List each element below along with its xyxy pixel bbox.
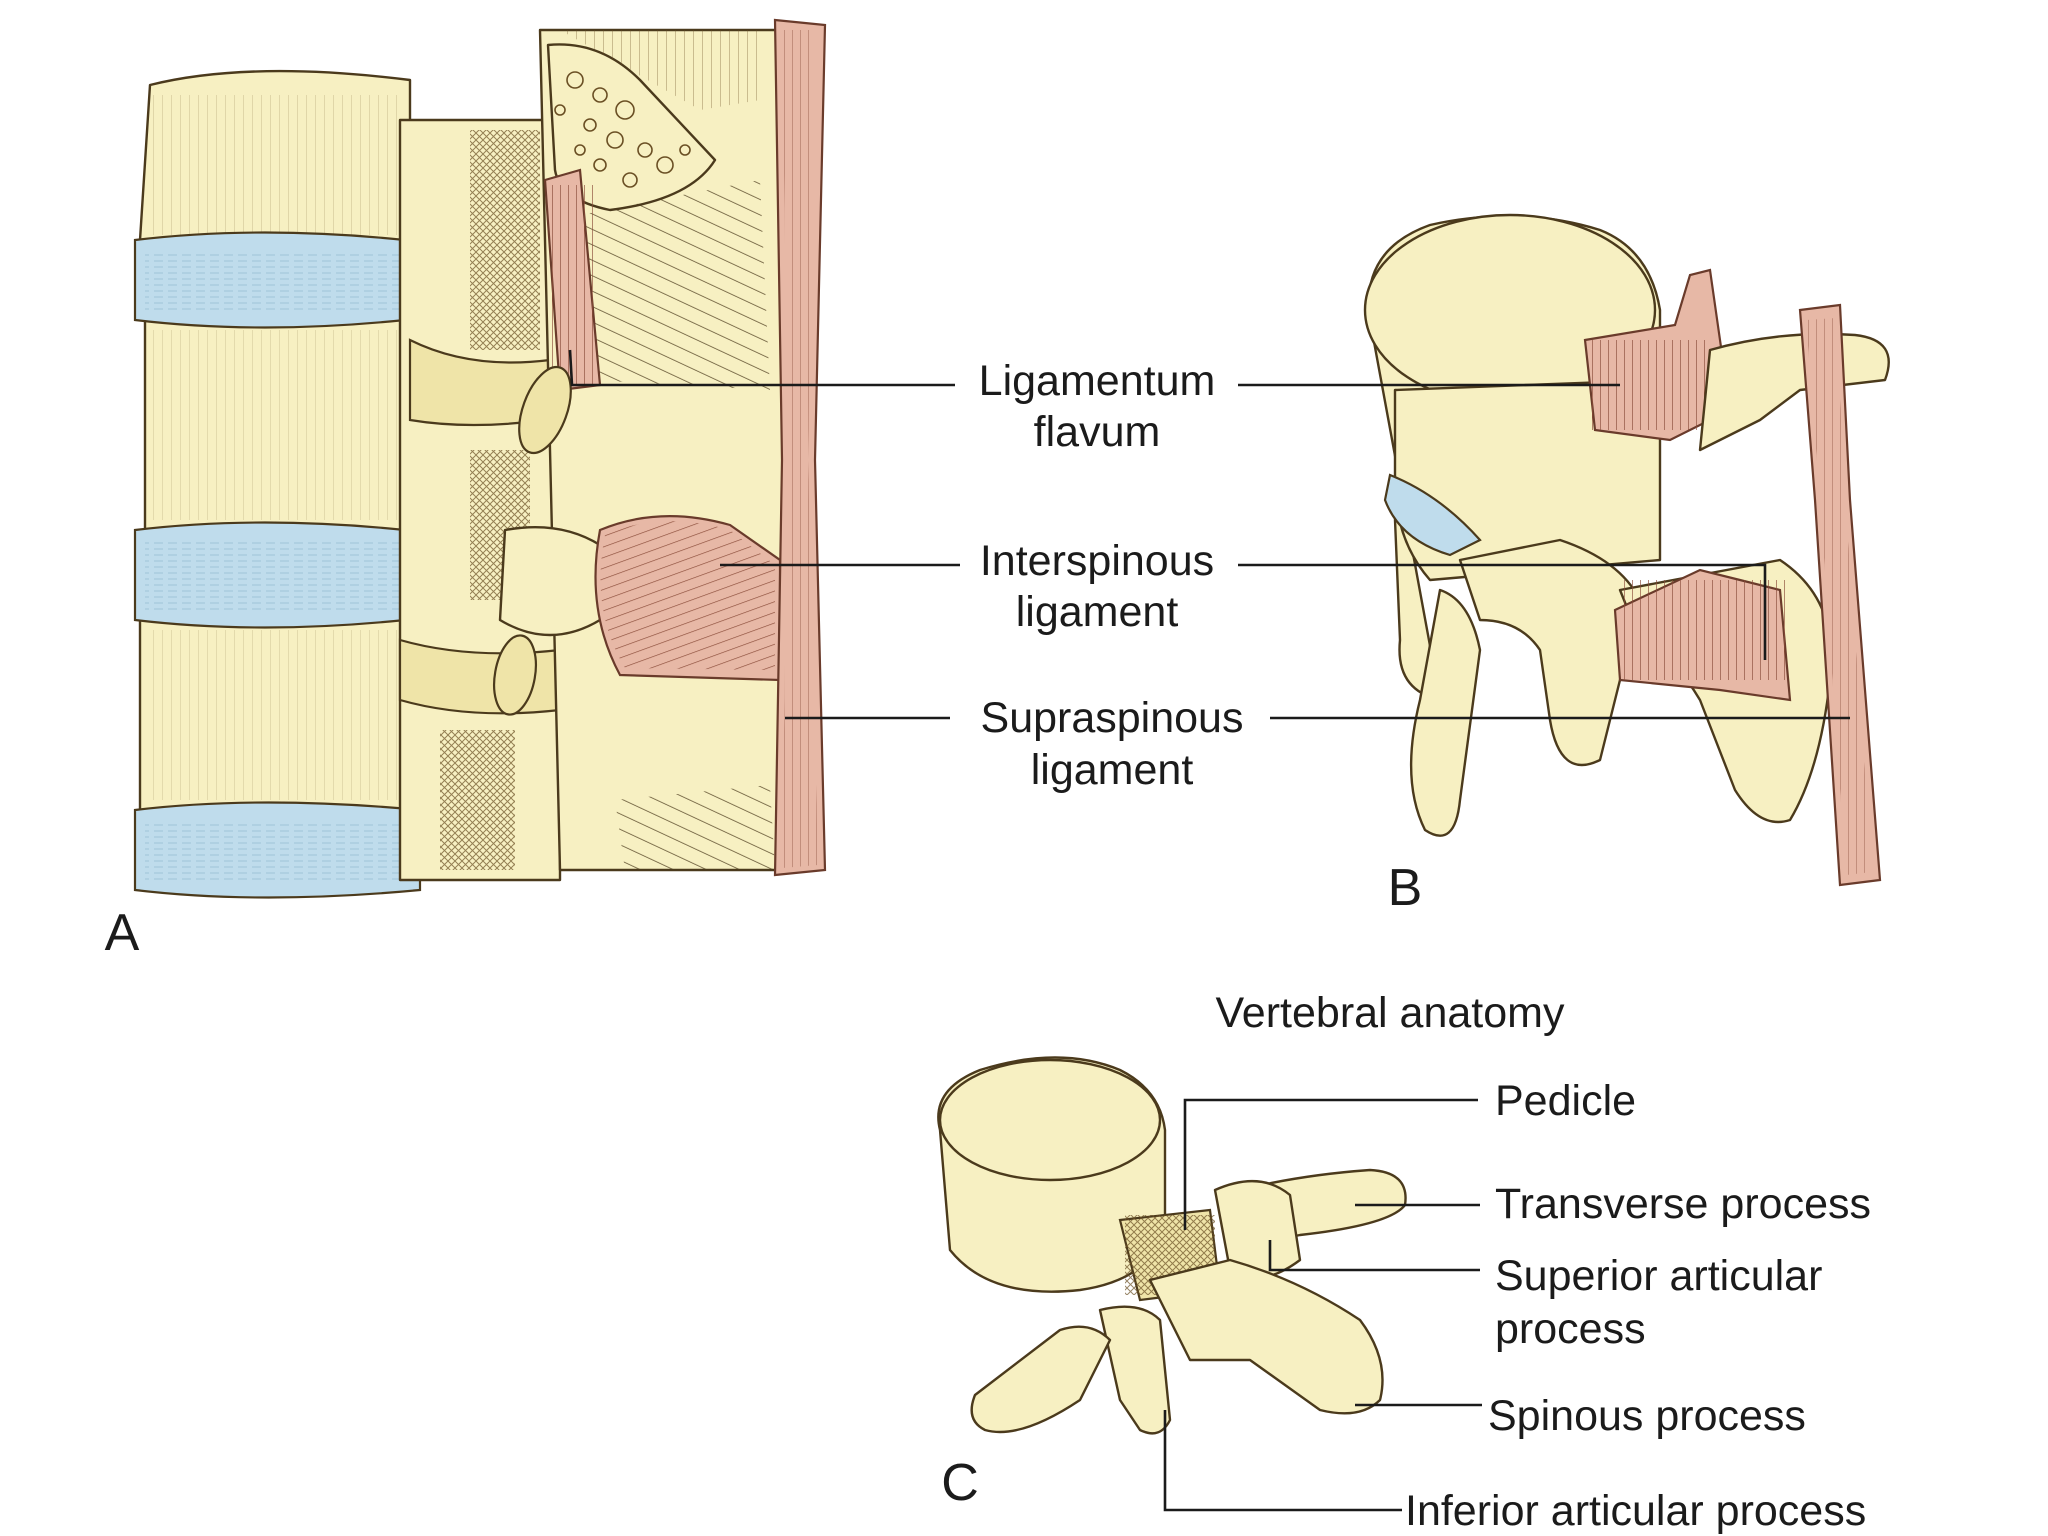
panel-label-b: B: [1388, 859, 1423, 917]
label-interspinous-line2: ligament: [1016, 588, 1179, 636]
label-supraspinous-line2: ligament: [1031, 746, 1194, 794]
label-interspinous-line1: Interspinous: [980, 537, 1214, 585]
panel-c-illustration: [937, 1056, 1407, 1435]
label-ligamentum-flavum-line1: Ligamentum: [979, 357, 1216, 405]
label-pedicle: Pedicle: [1495, 1077, 1636, 1125]
panel-b-illustration: [1363, 213, 1890, 887]
label-transverse-process: Transverse process: [1495, 1180, 1871, 1228]
label-supraspinous-line1: Supraspinous: [981, 694, 1244, 742]
label-superior-articular-line1: Superior articular: [1495, 1252, 1822, 1300]
label-spinous-process: Spinous process: [1488, 1392, 1806, 1440]
label-superior-articular-line2: process: [1495, 1305, 1646, 1353]
label-ligamentum-flavum-line2: flavum: [1034, 408, 1161, 456]
label-inferior-articular-process: Inferior articular process: [1405, 1487, 1866, 1535]
panel-a-illustration: [133, 18, 827, 899]
panel-label-c: C: [941, 1454, 979, 1512]
label-vertebral-anatomy: Vertebral anatomy: [1216, 989, 1565, 1037]
panel-label-a: A: [105, 904, 140, 962]
leader-lines: [568, 349, 1850, 1512]
